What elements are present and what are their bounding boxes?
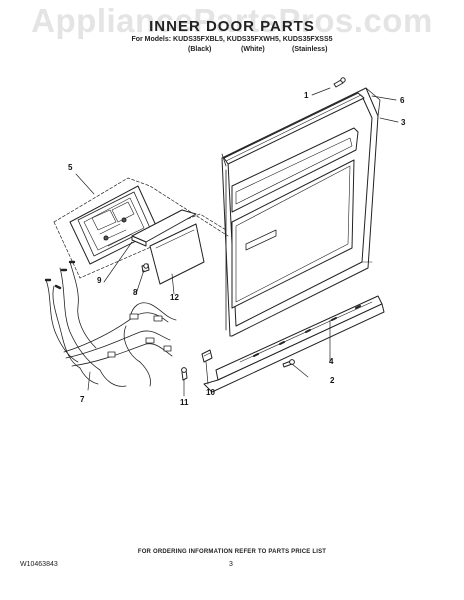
screw-part-11 [181, 367, 188, 381]
callout-5: 5 [68, 163, 73, 172]
control-board-part [149, 223, 205, 285]
callout-9: 9 [97, 276, 102, 285]
callout-3: 3 [401, 118, 406, 127]
watermark-text: AppliancePartsPros.com [31, 2, 433, 39]
control-panel-assembly-part [69, 185, 159, 265]
finish-black-label: (Black) [188, 46, 212, 53]
page-number: 3 [229, 561, 233, 568]
callout-2: 2 [330, 376, 335, 385]
finish-stainless-label: (Stainless) [292, 46, 328, 53]
control-cover-part [131, 209, 197, 247]
callout-7: 7 [80, 395, 85, 404]
callout-1: 1 [304, 91, 309, 100]
callout-4: 4 [329, 357, 334, 366]
clip-part-10 [201, 349, 213, 363]
callout-11: 11 [180, 398, 189, 407]
callout-12: 12 [170, 293, 179, 302]
callout-10: 10 [206, 388, 215, 397]
wire-harness-part [44, 260, 177, 387]
screw-part-8 [141, 263, 150, 273]
top-trim-strip-part [221, 92, 365, 167]
callout-6: 6 [400, 96, 405, 105]
leader-lines [75, 87, 399, 397]
screw-part-2 [282, 359, 295, 368]
ordering-note: FOR ORDERING INFORMATION REFER TO PARTS … [137, 549, 327, 555]
callout-8: 8 [133, 288, 138, 297]
document-number: W10463843 [20, 561, 58, 568]
screw-part-1 [333, 77, 346, 88]
bottom-trim-strip-part [203, 295, 385, 393]
model-list: For Models: KUDS35FXBL5, KUDS35FXWH5, KU… [131, 36, 333, 43]
finish-white-label: (White) [241, 46, 265, 53]
diagram-title: INNER DOOR PARTS [149, 18, 315, 35]
inner-door-panel-part [221, 87, 381, 337]
